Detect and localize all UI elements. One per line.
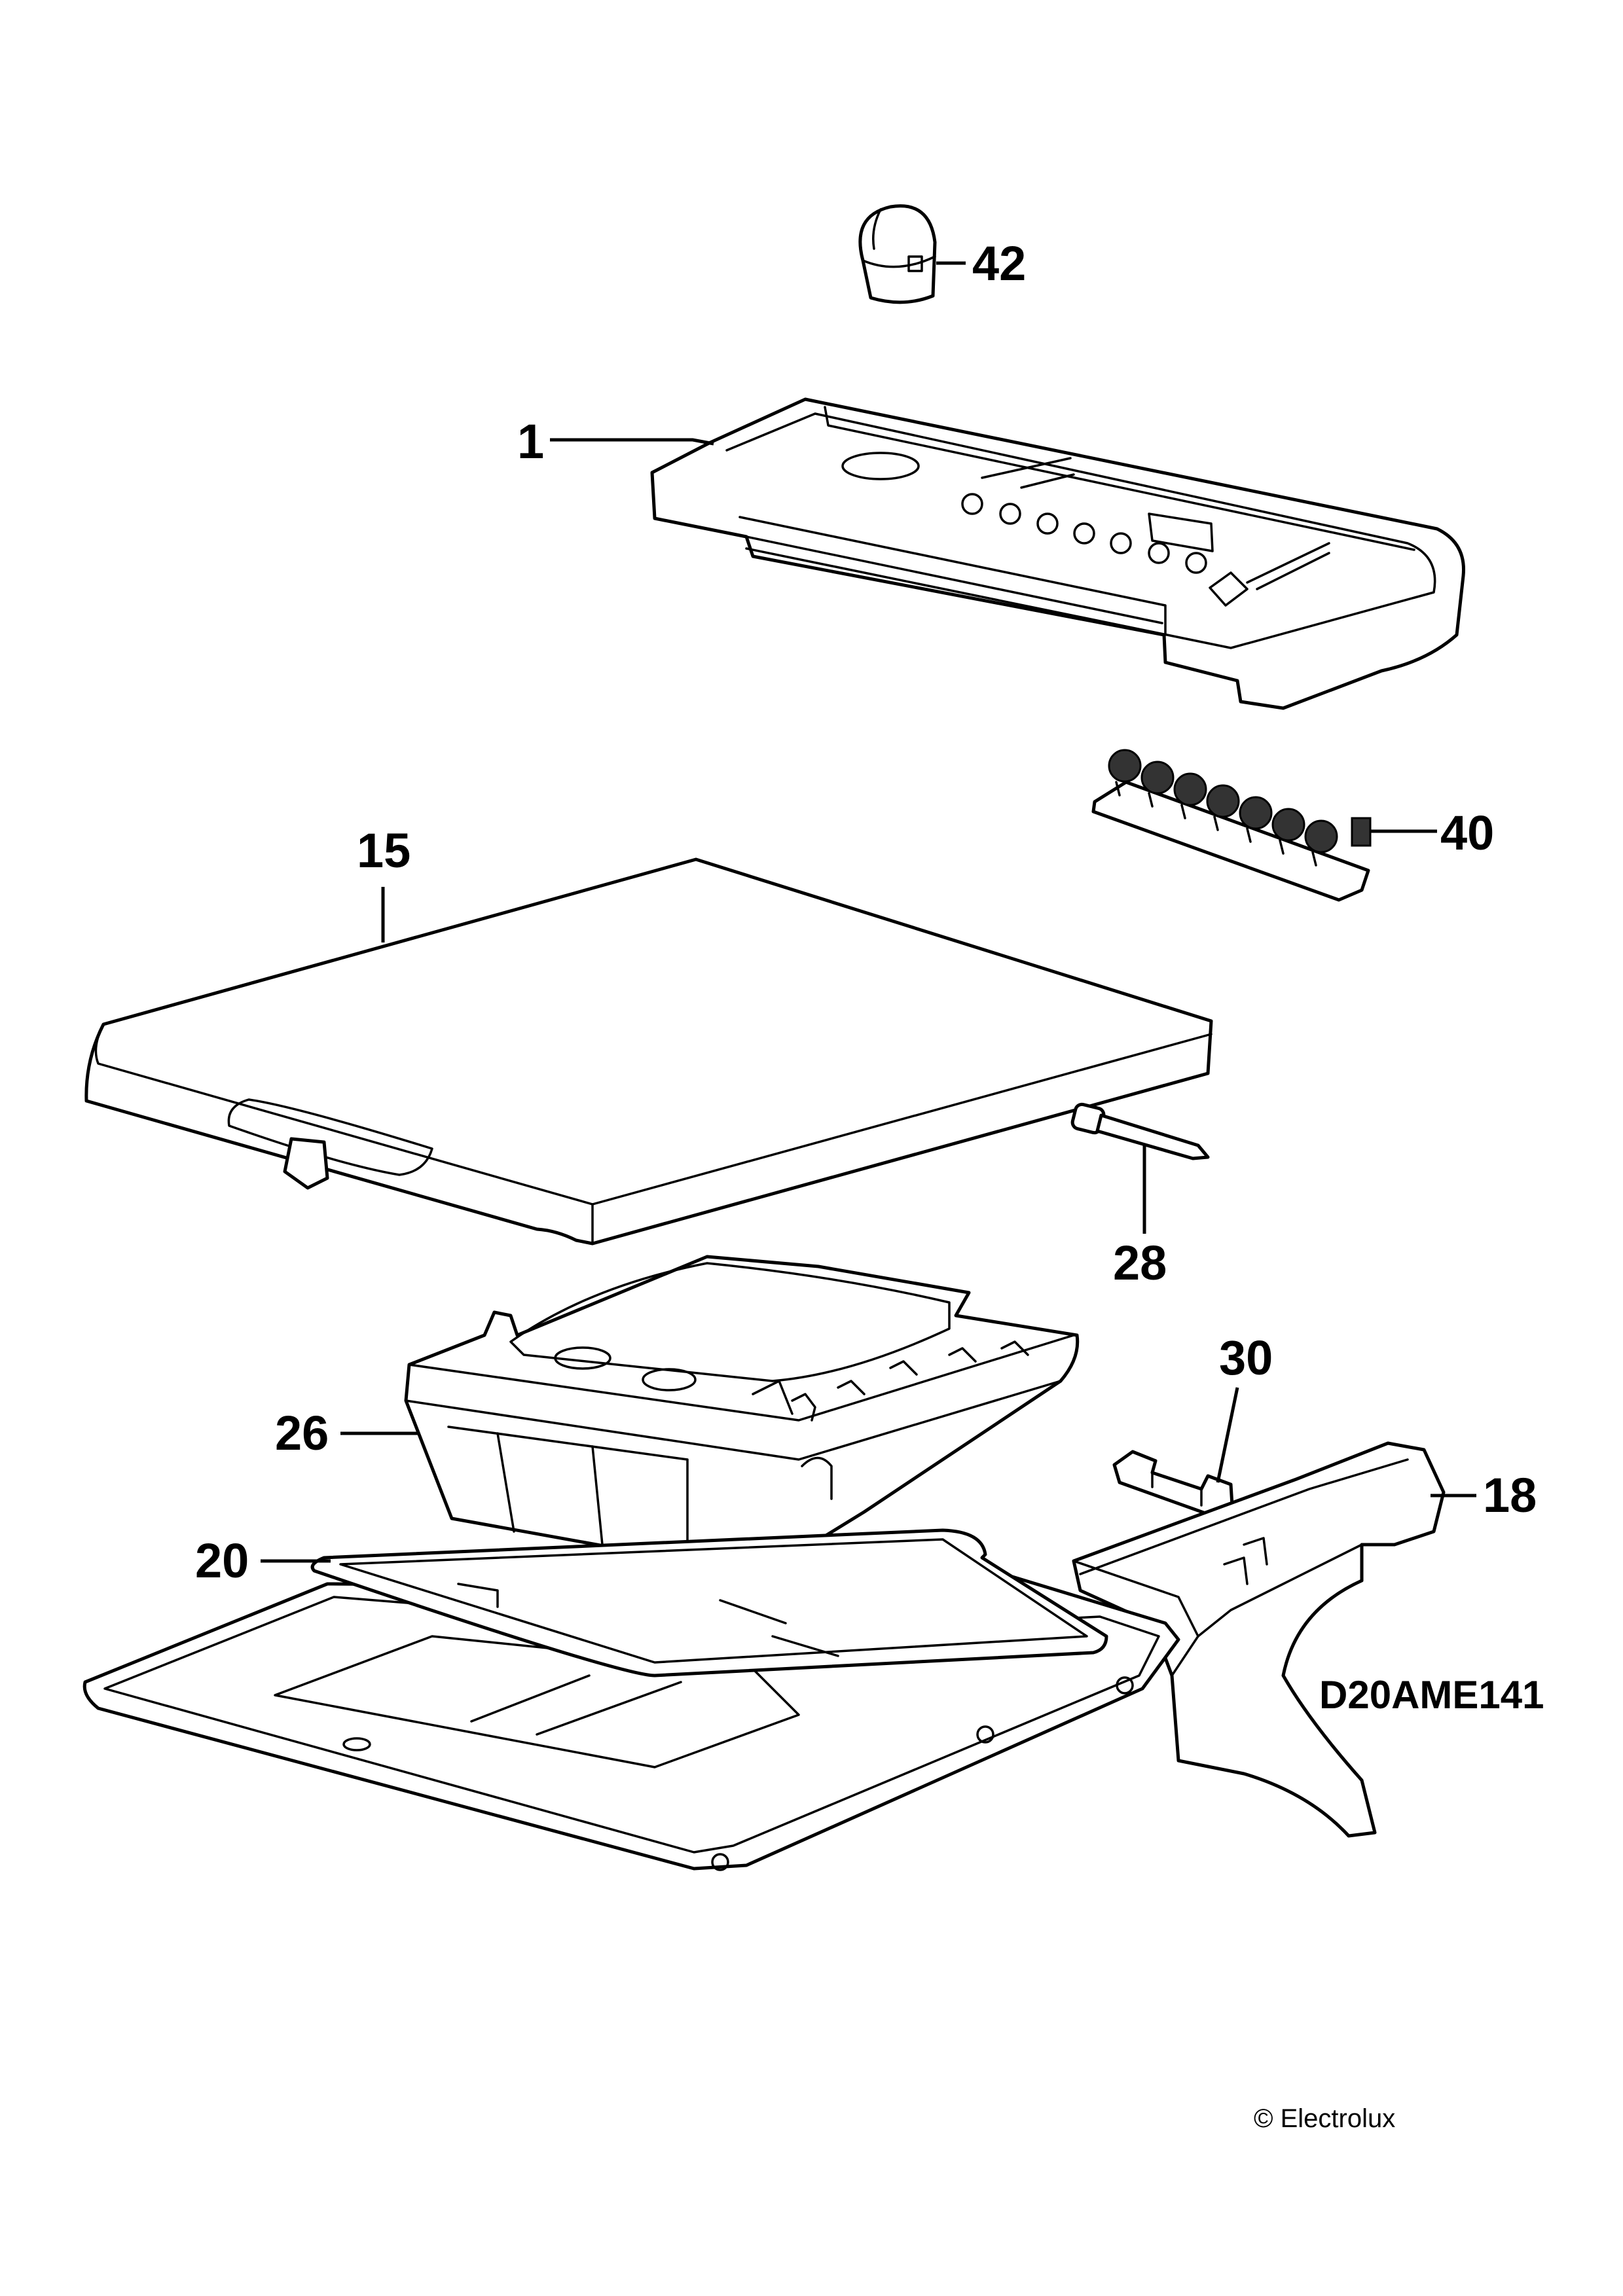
leader-1 — [550, 438, 714, 446]
callout-label-20: 20 — [195, 1534, 249, 1588]
part-42-knob — [858, 204, 937, 304]
part-26-dispenser — [404, 1255, 1080, 1568]
part-30-clip — [1112, 1450, 1234, 1519]
diagram-code: D20AME141 — [1319, 1673, 1544, 1717]
callout-label-26: 26 — [275, 1406, 329, 1460]
callout-label-28: 28 — [1113, 1236, 1167, 1290]
callout-label-30: 30 — [1219, 1331, 1273, 1385]
part-40-knob-assembly — [1091, 749, 1372, 902]
copyright-notice: © Electrolux — [1254, 2104, 1395, 2133]
callout-label-18: 18 — [1483, 1468, 1537, 1522]
callout-label-15: 15 — [357, 823, 410, 878]
part-15-lid — [84, 857, 1213, 1246]
part-28-pin — [1070, 1102, 1210, 1160]
callout-label-42: 42 — [972, 236, 1026, 291]
callout-label-1: 1 — [517, 414, 544, 469]
part-20-gasket — [310, 1528, 1108, 1677]
part-18-rail — [1072, 1441, 1446, 1838]
leader-30 — [1216, 1387, 1239, 1483]
callout-label-40: 40 — [1440, 806, 1494, 860]
part-1-control-panel — [650, 397, 1465, 710]
